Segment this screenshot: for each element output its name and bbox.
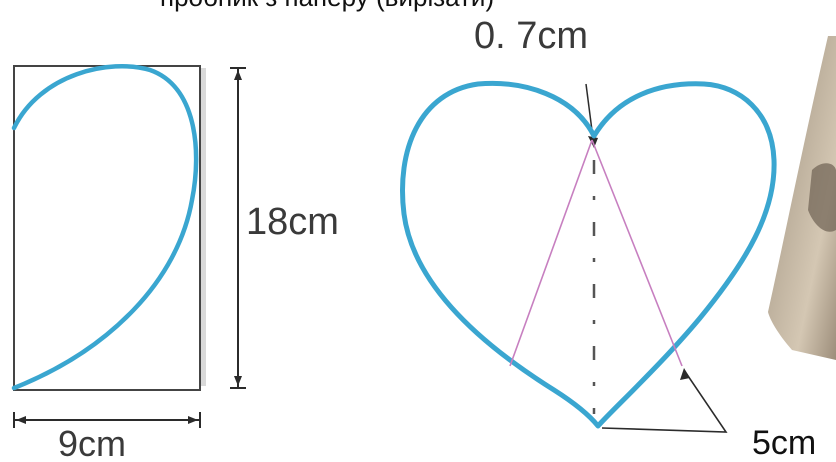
- construction-line-left: [509, 139, 593, 367]
- bottom-triangle: [601, 369, 728, 433]
- arrow-up-icon: [234, 70, 242, 80]
- arrow-down-icon: [234, 376, 242, 386]
- photo-shadow: [808, 163, 836, 232]
- arrow-left-icon: [16, 416, 26, 424]
- heart-figure: 0. 7cm 5cm: [400, 15, 816, 462]
- bottom-label: 5cm: [752, 424, 816, 462]
- triangle-arrow-icon: [680, 368, 690, 380]
- arrow-right-icon: [188, 416, 198, 424]
- rectangle-outline: [13, 65, 201, 391]
- construction-line-right: [591, 139, 683, 367]
- height-label: 18cm: [246, 201, 339, 243]
- cropped-photo: [768, 36, 836, 360]
- rectangle-template-figure: 18cm 9cm: [11, 63, 339, 462]
- top-caption: пробник з паперу (вирізати): [160, 0, 494, 12]
- notch-label: 0. 7cm: [474, 15, 588, 57]
- width-label: 9cm: [58, 423, 126, 462]
- half-heart-curve: [11, 63, 199, 391]
- heart-outline: [400, 80, 777, 429]
